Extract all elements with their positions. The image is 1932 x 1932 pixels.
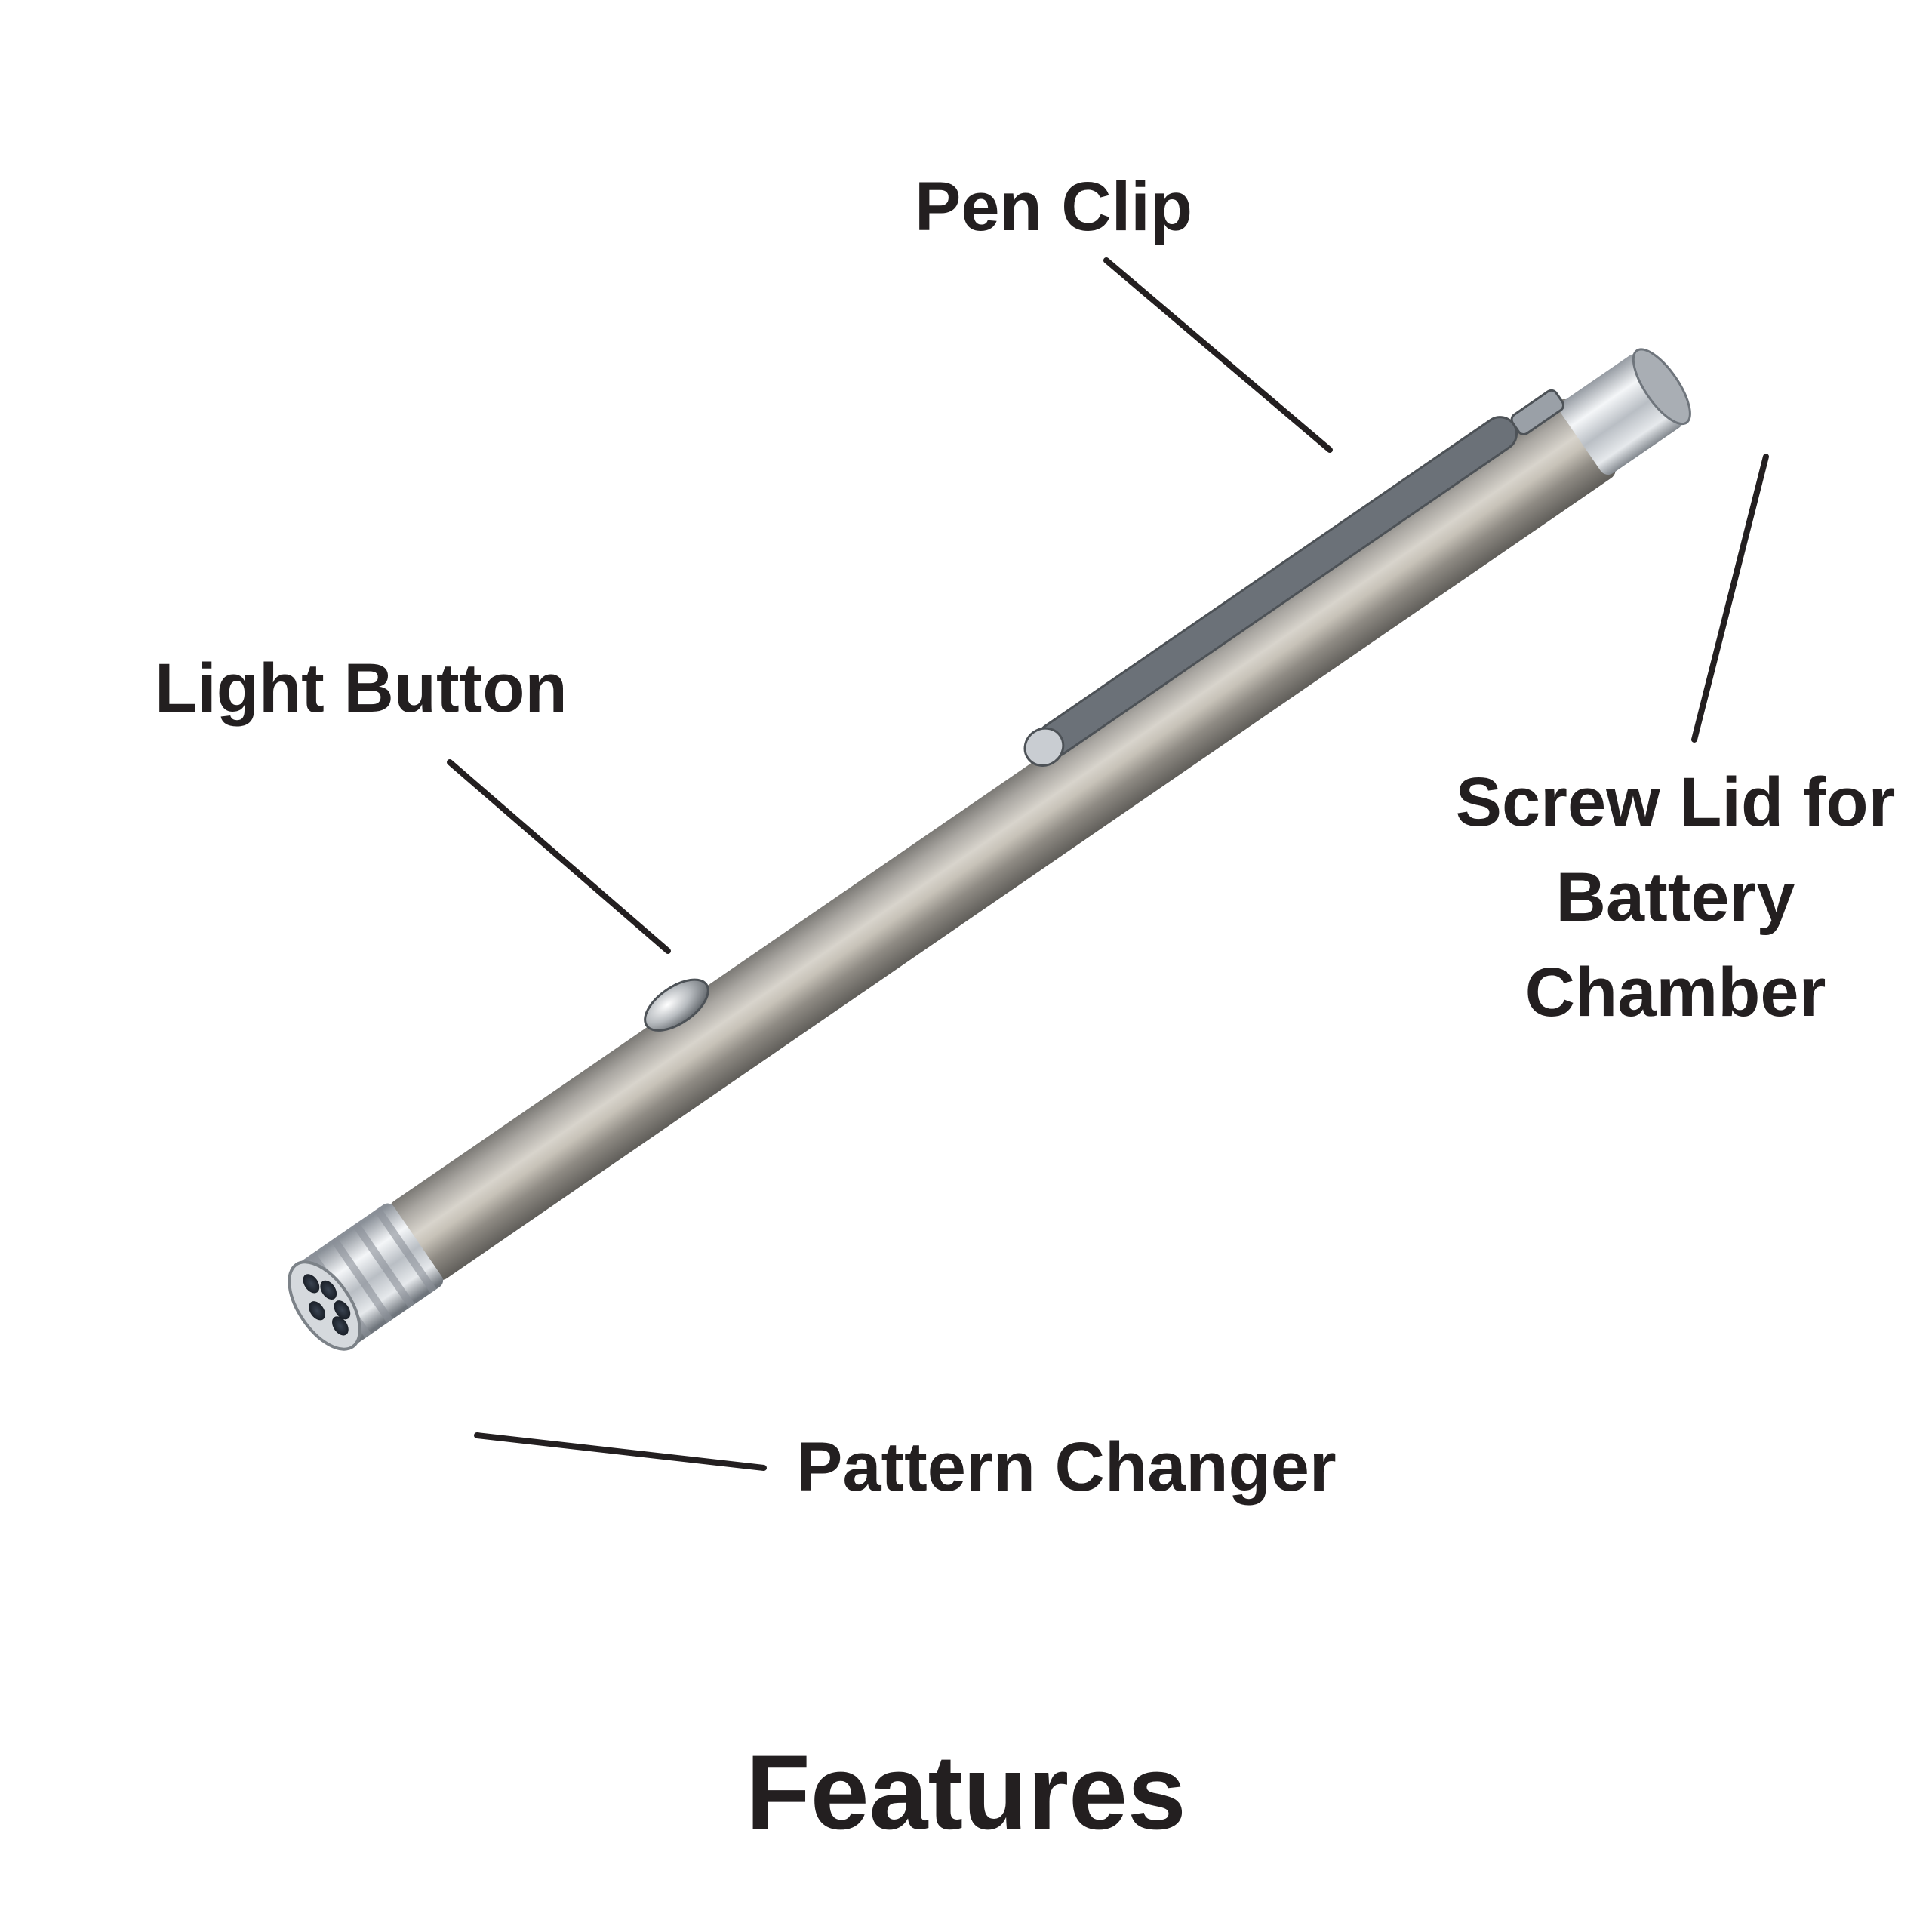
lens-hole xyxy=(309,1301,325,1321)
pen-clip xyxy=(1023,389,1565,767)
head-knurl-3 xyxy=(352,1221,415,1309)
pattern-changer-label: Pattern Changer xyxy=(796,1429,1337,1506)
pen-barrel xyxy=(389,398,1616,1281)
lens-hole xyxy=(332,1316,349,1336)
page-title: Features xyxy=(746,1733,1186,1851)
head-knurl-2 xyxy=(330,1236,393,1324)
lens-hole xyxy=(303,1274,320,1294)
light-button-label: Light Button xyxy=(155,650,568,727)
screw-lid-label: Screw Lid for Battery Chamber xyxy=(1455,764,1896,1031)
leader-line-pattern-changer xyxy=(474,1432,767,1471)
lens-hole xyxy=(334,1300,351,1320)
lens-hole xyxy=(320,1280,337,1300)
laser-pointer-pen xyxy=(288,348,1691,1351)
pen-clip-label: Pen Clip xyxy=(915,168,1193,245)
leader-line-screw-lid xyxy=(1691,454,1769,743)
screw-lid-end xyxy=(1632,348,1691,426)
leader-line-pen-clip xyxy=(1103,257,1333,453)
light-button xyxy=(644,978,709,1032)
leader-line-light-button xyxy=(447,759,671,954)
head-knurl-4 xyxy=(374,1207,437,1294)
